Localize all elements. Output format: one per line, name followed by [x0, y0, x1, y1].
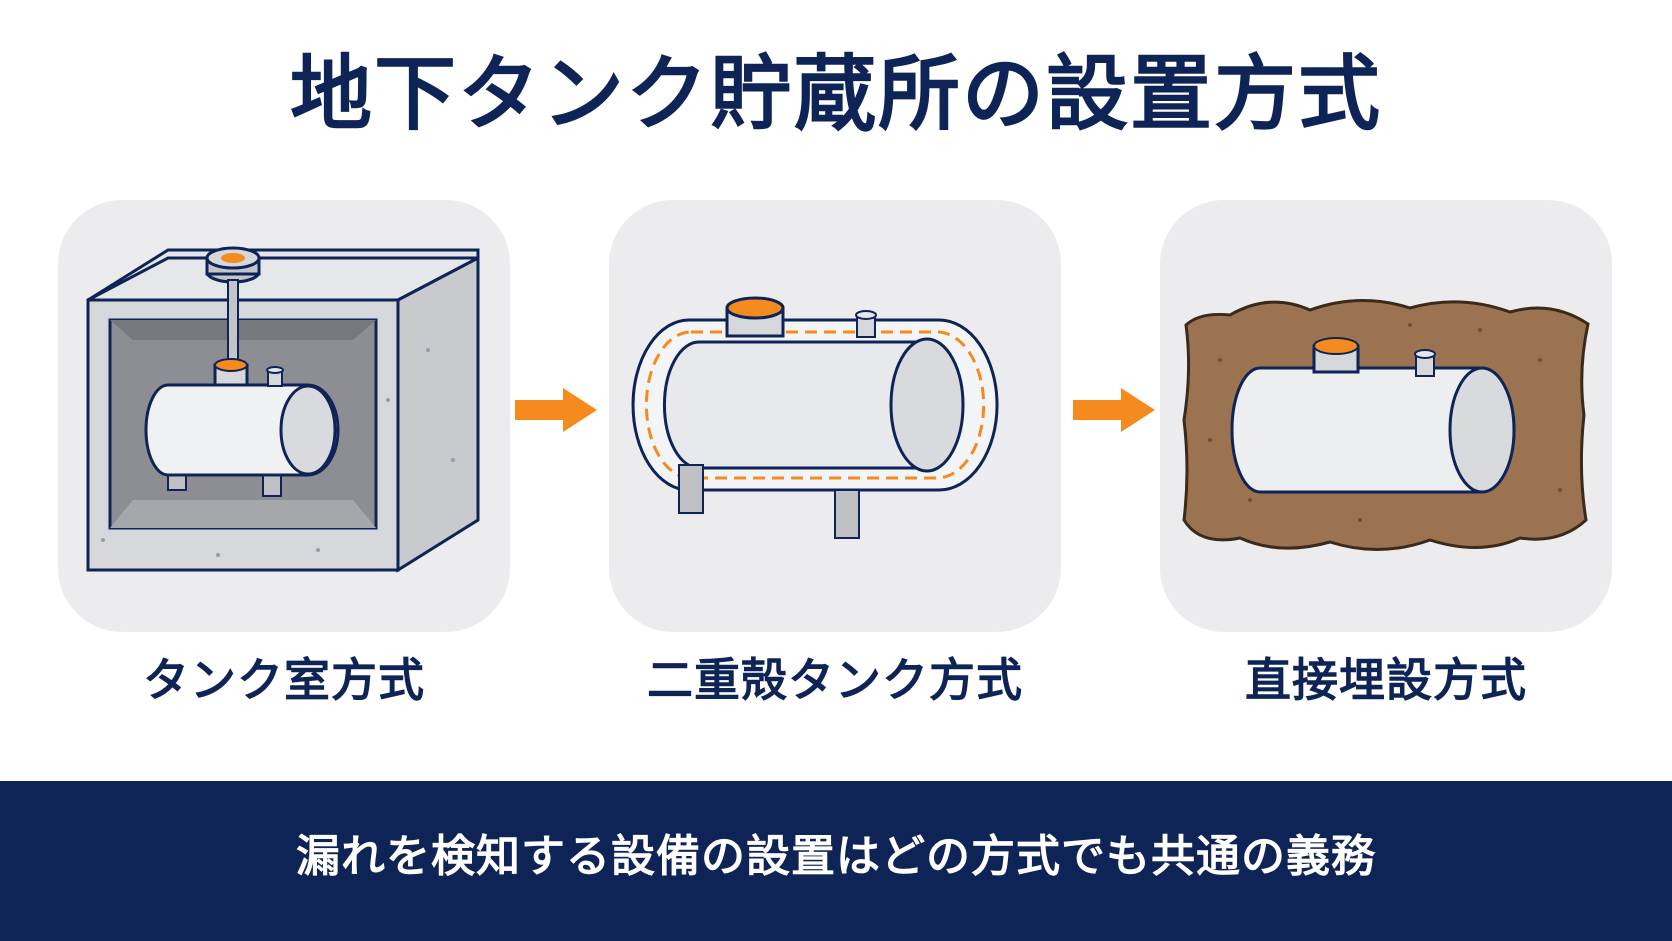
- method-label-tank-room: タンク室方式: [143, 653, 425, 707]
- footer-banner: 漏れを検知する設備の設置はどの方式でも共通の義務: [0, 781, 1672, 941]
- method-panel-direct-burial: [1160, 200, 1612, 632]
- method-label-double-shell: 二重殻タンク方式: [647, 653, 1023, 707]
- double-shell-tank-icon: [631, 296, 999, 539]
- right-arrow-icon: [515, 388, 597, 432]
- right-arrow-icon: [1073, 388, 1155, 432]
- method-panel-double-shell: [609, 200, 1061, 632]
- method-label-direct-burial: 直接埋設方式: [1245, 653, 1527, 707]
- method-panel-tank-room: [58, 200, 510, 632]
- tank-buried-in-soil-icon: [1182, 298, 1590, 552]
- tank-in-concrete-room-icon: [86, 246, 480, 573]
- page-title: 地下タンク貯蔵所の設置方式: [289, 47, 1382, 142]
- footer-note: 漏れを検知する設備の設置はどの方式でも共通の義務: [296, 831, 1376, 882]
